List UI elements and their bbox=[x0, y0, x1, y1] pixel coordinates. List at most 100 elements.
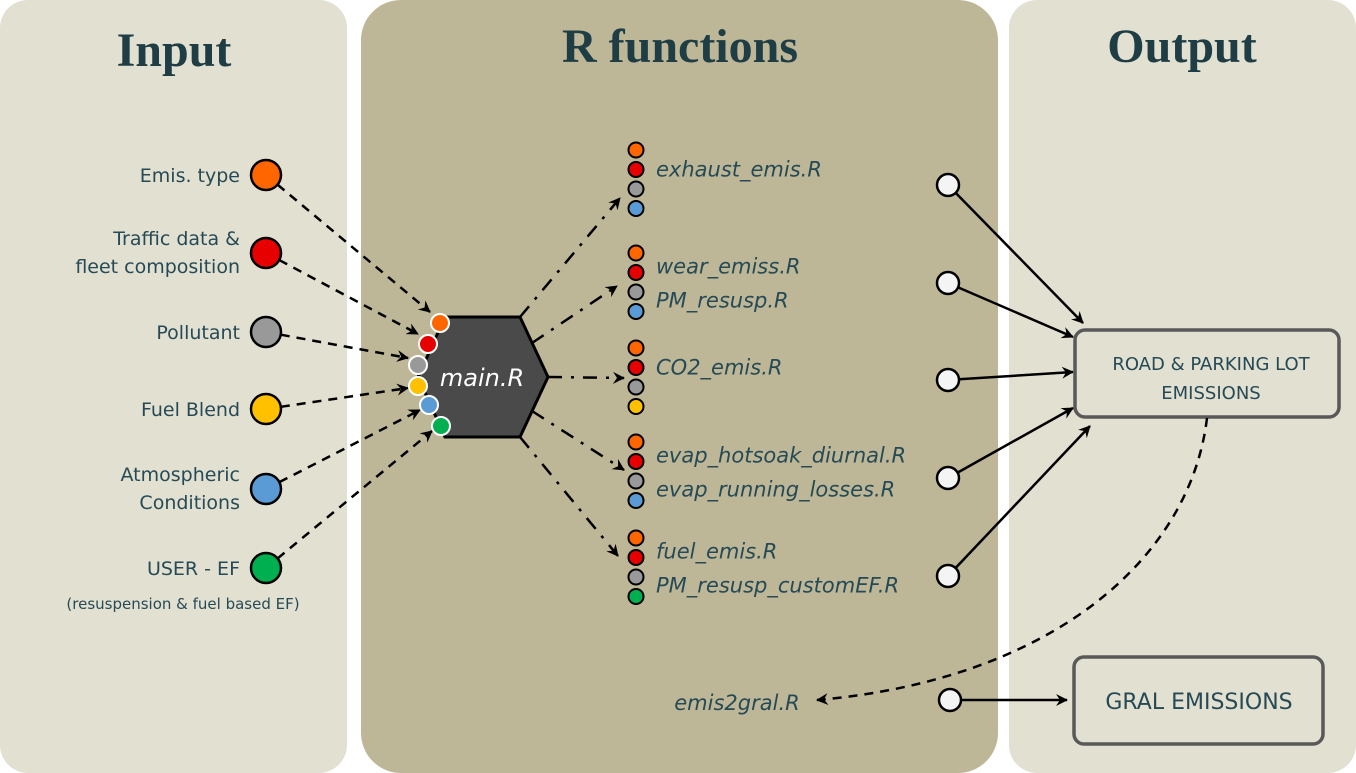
input-item[interactable]: Fuel Blend bbox=[141, 392, 283, 426]
function-file-label[interactable]: CO2_emis.R bbox=[656, 356, 782, 381]
converter-function-label[interactable]: emis2gral.R bbox=[674, 691, 799, 715]
function-input-red-icon bbox=[627, 549, 645, 566]
input-dashed-arrow bbox=[276, 183, 431, 313]
input-label: Fuel Blend bbox=[141, 399, 240, 421]
function-input-gray-icon bbox=[627, 378, 645, 396]
input-dashed-arrow bbox=[276, 430, 433, 560]
function-group: exhaust_emis.R bbox=[627, 141, 822, 217]
input-label: USER - EF bbox=[147, 558, 240, 580]
function-file-label[interactable]: wear_emiss.R bbox=[656, 254, 800, 279]
input-port-green-icon[interactable] bbox=[249, 551, 283, 585]
function-output-node[interactable] bbox=[935, 172, 961, 198]
function-output-node[interactable] bbox=[935, 563, 961, 589]
functions-panel bbox=[361, 0, 998, 773]
main-port-orange-icon bbox=[430, 313, 450, 333]
output-arrow bbox=[958, 366, 1074, 381]
function-input-orange-icon bbox=[627, 529, 645, 547]
output-arrow bbox=[954, 425, 1091, 569]
function-input-blue-icon bbox=[627, 200, 645, 217]
function-group: wear_emiss.R PM_resusp.R bbox=[627, 244, 800, 320]
main-port-red-icon bbox=[418, 334, 438, 354]
function-list: exhaust_emis.R wear_emiss.R PM_resusp.R CO2… bbox=[627, 141, 906, 605]
output-arrow bbox=[956, 406, 1074, 474]
gral-emissions-box[interactable]: GRAL EMISSIONS bbox=[1072, 655, 1325, 746]
function-input-red-icon bbox=[627, 161, 645, 178]
function-input-blue-icon bbox=[627, 303, 645, 320]
function-dashdot-arrow bbox=[519, 436, 619, 557]
function-file-label[interactable]: exhaust_emis.R bbox=[656, 158, 822, 183]
input-label: Conditions bbox=[139, 492, 240, 514]
function-input-gray-icon bbox=[627, 568, 645, 586]
function-output-node[interactable] bbox=[935, 367, 961, 393]
output-connectors bbox=[935, 172, 1091, 589]
function-input-orange-icon bbox=[627, 141, 645, 159]
output-title: Output bbox=[1107, 20, 1256, 73]
input-dashed-arrow bbox=[280, 383, 409, 409]
input-port-gray-icon[interactable] bbox=[249, 315, 283, 349]
input-port-yellow-icon[interactable] bbox=[249, 392, 283, 426]
road-box-line-1: ROAD & PARKING LOT bbox=[1112, 354, 1310, 375]
function-input-blue-icon bbox=[627, 492, 645, 509]
function-group: fuel_emis.R PM_resusp_customEF.R bbox=[627, 529, 899, 605]
input-label: Traffic data & bbox=[112, 228, 240, 250]
function-input-yellow-icon bbox=[627, 398, 645, 415]
function-dashdot-arrow bbox=[519, 197, 621, 318]
input-panel bbox=[0, 0, 347, 773]
road-to-converter-dashed-curve bbox=[816, 417, 1209, 706]
input-port-blue-icon[interactable] bbox=[249, 472, 283, 506]
main-function-label: main.R bbox=[440, 364, 524, 392]
function-input-orange-icon bbox=[627, 339, 645, 357]
main-port-gray-icon bbox=[408, 355, 428, 375]
function-input-green-icon bbox=[627, 588, 645, 605]
function-input-gray-icon bbox=[627, 472, 645, 490]
input-note: (resuspension & fuel based EF) bbox=[66, 595, 299, 613]
input-item[interactable]: Traffic data & fleet composition bbox=[75, 228, 283, 278]
output-arrow bbox=[954, 191, 1084, 324]
function-input-orange-icon bbox=[627, 244, 645, 262]
gral-box-label: GRAL EMISSIONS bbox=[1105, 690, 1292, 715]
main-port-blue-icon bbox=[419, 395, 439, 415]
input-label: Emis. type bbox=[140, 165, 240, 187]
function-connectors bbox=[519, 197, 625, 557]
function-file-label[interactable]: PM_resusp_customEF.R bbox=[656, 573, 899, 598]
function-group: evap_hotsoak_diurnal.R evap_running_losse… bbox=[627, 433, 906, 509]
function-output-node[interactable] bbox=[935, 465, 961, 491]
function-dashdot-arrow bbox=[547, 371, 625, 384]
input-connectors bbox=[276, 183, 433, 560]
input-item[interactable]: Emis. type bbox=[140, 158, 283, 192]
input-item[interactable]: USER - EF (resuspension & fuel based EF) bbox=[66, 551, 300, 613]
function-file-label[interactable]: PM_resusp.R bbox=[656, 288, 789, 313]
input-dashed-arrow bbox=[278, 258, 419, 336]
function-group: CO2_emis.R bbox=[627, 339, 782, 415]
functions-title: R functions bbox=[562, 20, 798, 73]
function-file-label[interactable]: evap_running_losses.R bbox=[656, 477, 895, 502]
input-dashed-arrow bbox=[280, 333, 409, 362]
input-port-orange-icon[interactable] bbox=[249, 158, 283, 192]
function-input-red-icon bbox=[627, 453, 645, 470]
input-label: fleet composition bbox=[75, 256, 240, 278]
input-title: Input bbox=[117, 24, 232, 77]
converter-output-node[interactable] bbox=[937, 687, 963, 713]
function-input-orange-icon bbox=[627, 433, 645, 451]
input-port-red-icon[interactable] bbox=[249, 236, 283, 270]
function-file-label[interactable]: fuel_emis.R bbox=[656, 539, 777, 564]
main-port-green-icon bbox=[431, 416, 451, 436]
road-parking-emissions-box[interactable]: ROAD & PARKING LOT EMISSIONS bbox=[1073, 328, 1341, 419]
output-arrow bbox=[957, 286, 1074, 339]
function-input-gray-icon bbox=[627, 180, 645, 198]
function-input-red-icon bbox=[627, 359, 645, 376]
input-dashed-arrow bbox=[278, 408, 421, 484]
input-label: Atmospheric bbox=[121, 464, 240, 486]
main-port-yellow-icon bbox=[408, 376, 428, 396]
function-input-red-icon bbox=[627, 264, 645, 281]
main-input-ports bbox=[408, 313, 451, 436]
function-output-node[interactable] bbox=[935, 270, 961, 296]
function-file-label[interactable]: evap_hotsoak_diurnal.R bbox=[656, 443, 906, 468]
input-item[interactable]: Pollutant bbox=[156, 315, 283, 349]
input-label: Pollutant bbox=[156, 322, 240, 344]
function-input-gray-icon bbox=[627, 283, 645, 301]
road-box-line-2: EMISSIONS bbox=[1161, 383, 1260, 404]
